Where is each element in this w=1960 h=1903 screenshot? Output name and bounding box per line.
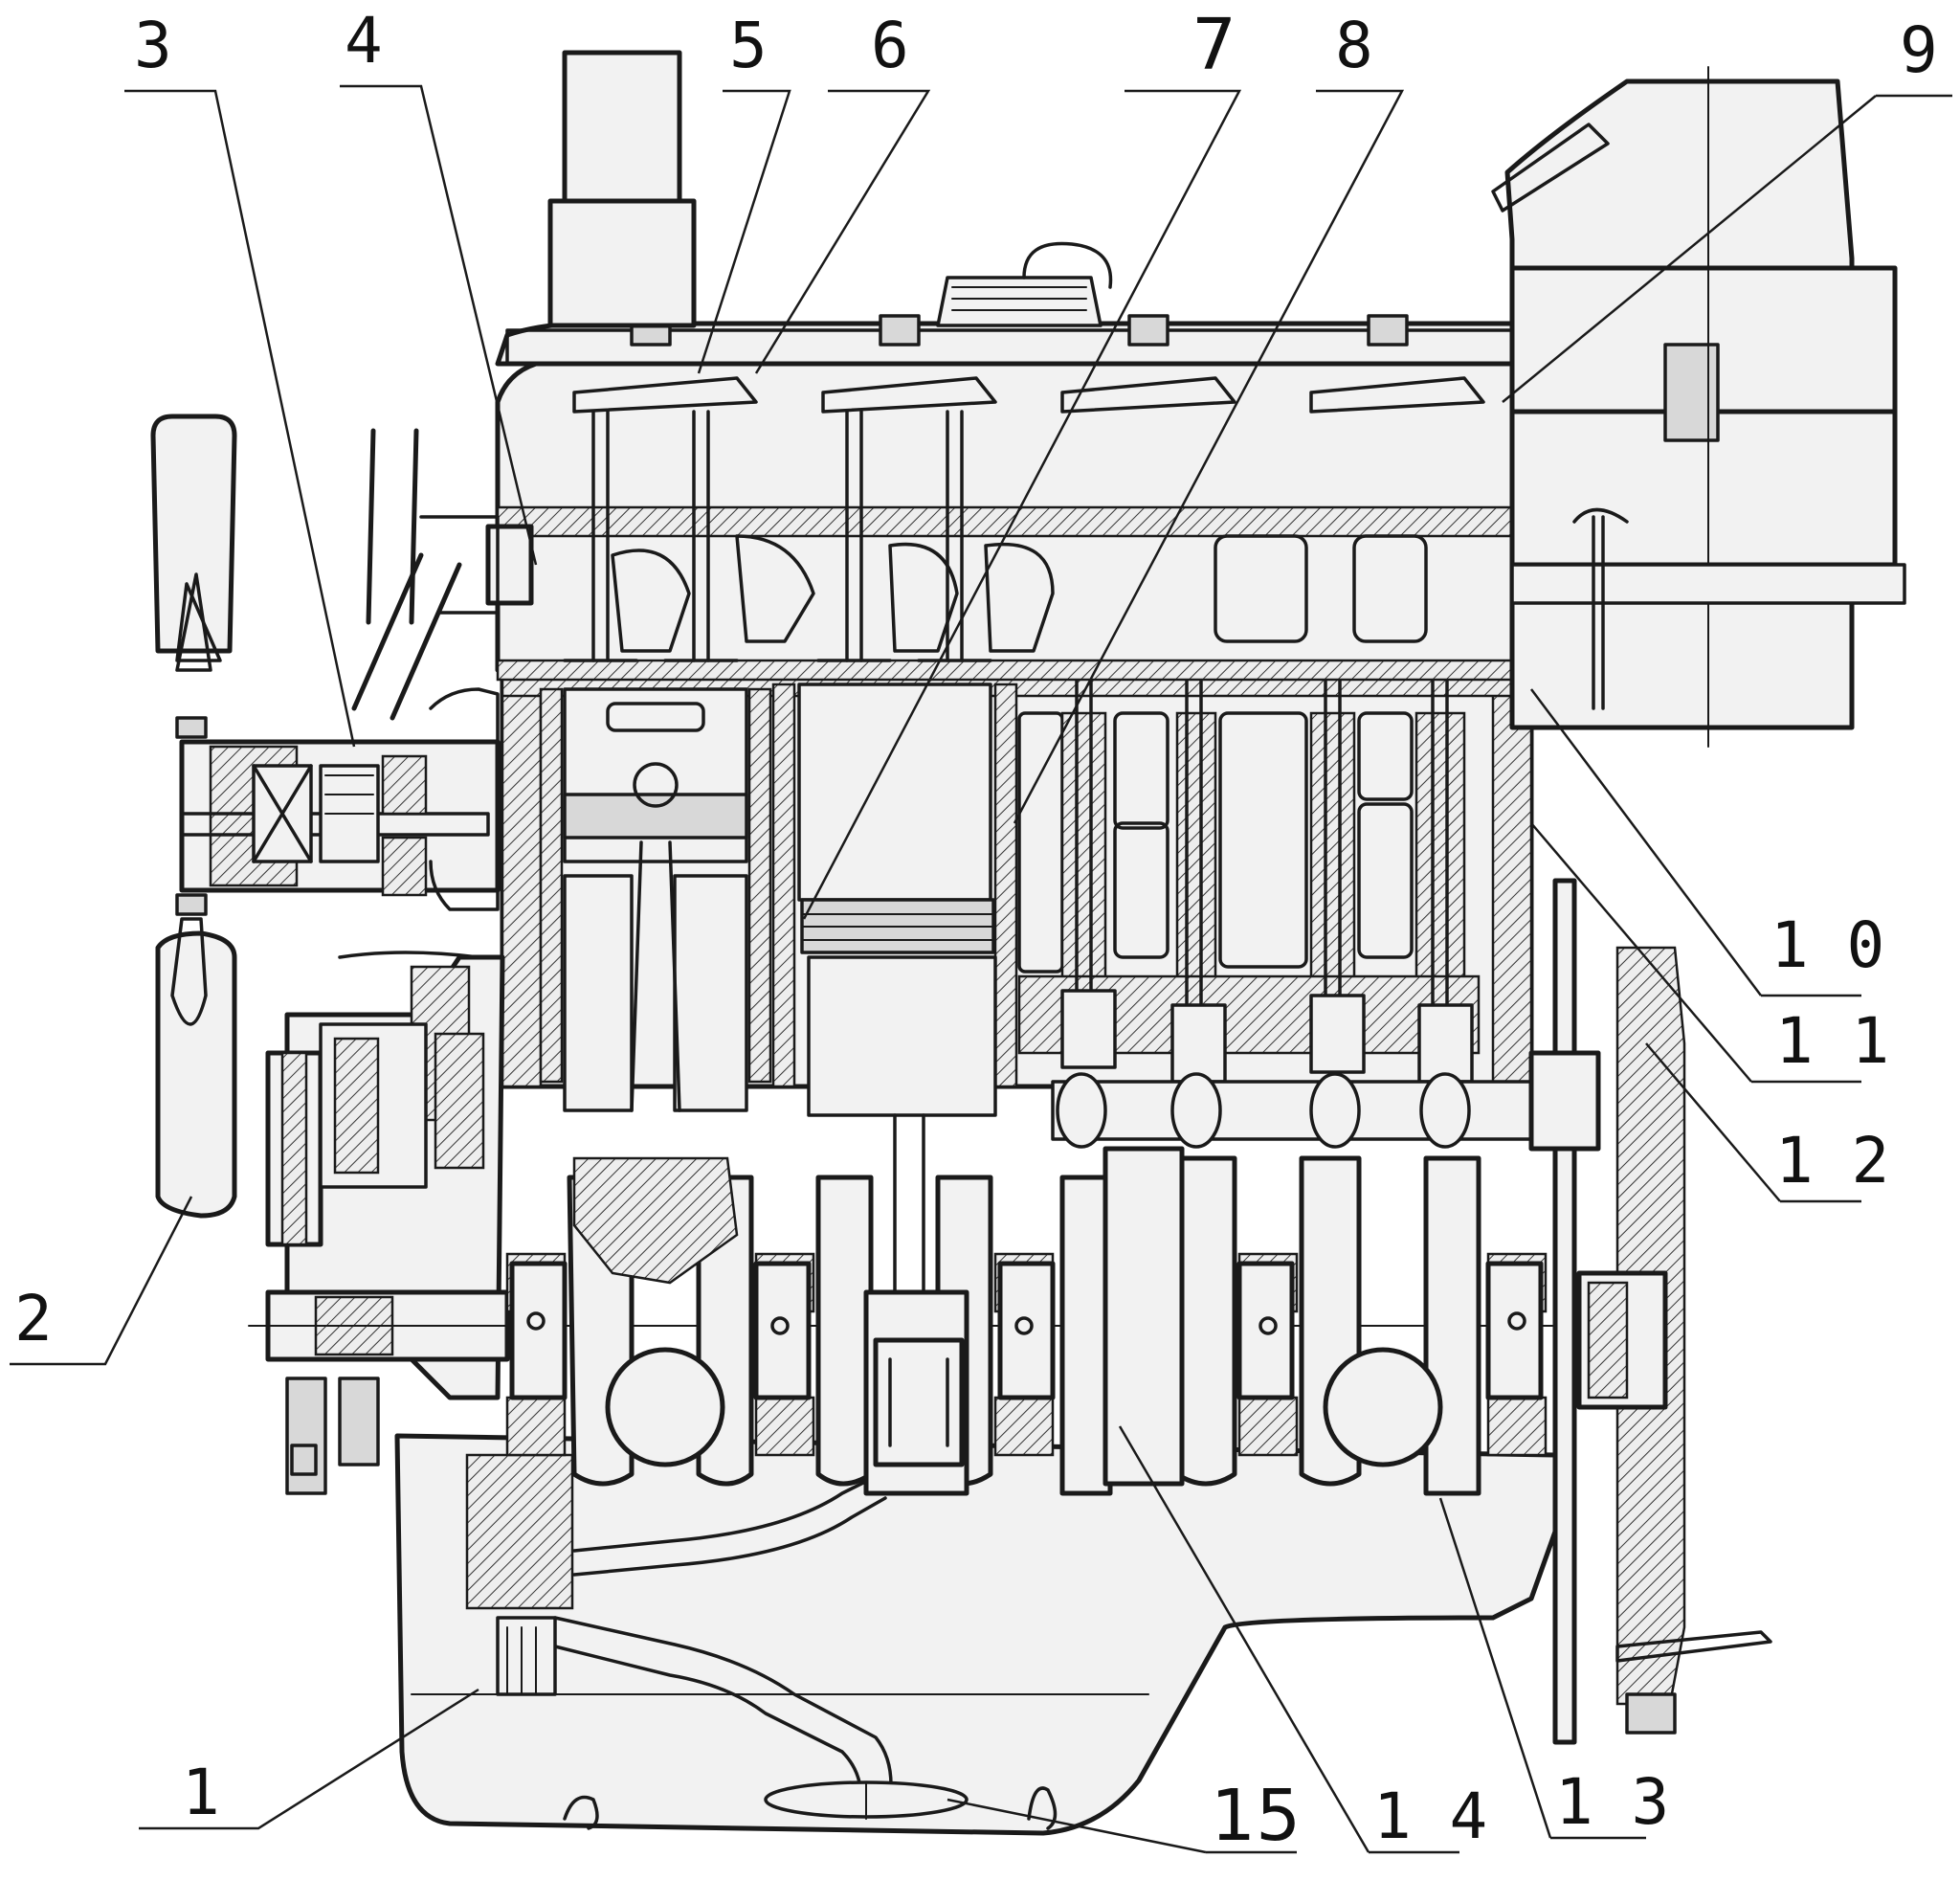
- leader-10: [1530, 688, 1861, 997]
- leader-15: [947, 1798, 1297, 1854]
- cylinder-2: [771, 683, 1018, 1342]
- air-filter: [1491, 66, 1906, 748]
- leader-11: [1530, 822, 1861, 1084]
- leader-13: [1438, 1497, 1646, 1840]
- callout-4: 4: [345, 4, 383, 78]
- leader-9: [1502, 94, 1952, 403]
- flywheel: [1528, 878, 1772, 1745]
- water-pump: [179, 687, 501, 911]
- intake-pipe: [351, 428, 534, 721]
- callout-14: 1 4: [1373, 1780, 1487, 1853]
- leader-2: [10, 1196, 193, 1366]
- callout-9: 9: [1900, 13, 1938, 87]
- oil-return-pipe: [572, 1472, 887, 1577]
- callout-12: 1 2: [1775, 1124, 1889, 1198]
- leader-1: [139, 1688, 479, 1830]
- leader-12: [1645, 1042, 1861, 1203]
- leader-5: [697, 89, 791, 374]
- breather: [936, 241, 1113, 327]
- fan-blade-lower: [155, 716, 237, 1219]
- callout-1: 1: [182, 1756, 220, 1829]
- push-rods: [1060, 400, 1474, 1084]
- cylinder-1: [539, 687, 772, 1112]
- fan-blade-upper: [150, 414, 237, 672]
- oil-pump: [465, 1453, 574, 1696]
- callout-11: 1 1: [1775, 1004, 1889, 1078]
- leader-8: [1013, 89, 1405, 824]
- callout-8: 8: [1335, 9, 1373, 82]
- callout-13: 1 3: [1555, 1765, 1669, 1839]
- callout-2: 2: [14, 1282, 53, 1355]
- callout-7: 7: [1192, 4, 1236, 86]
- callout-labels: 1 2 3 4 5 6 7 8 9 1 0 1 1 1 2 1 3 1 4 15: [14, 4, 1938, 1857]
- callout-6: 6: [871, 9, 909, 82]
- leader-4: [340, 84, 538, 566]
- crankshaft: [248, 1146, 1685, 1496]
- leader-6: [754, 89, 931, 374]
- callout-15: 15: [1211, 1775, 1301, 1857]
- oil-filler-neck: [547, 50, 697, 328]
- leader-14: [1118, 1425, 1459, 1854]
- oil-pickup-pipe: [553, 1616, 969, 1820]
- camshaft: [1051, 1072, 1548, 1149]
- callout-3: 3: [134, 9, 172, 82]
- cylinder-head: [495, 361, 1534, 682]
- leader-7: [802, 89, 1242, 920]
- callout-10: 1 0: [1771, 908, 1884, 982]
- leader-lines: [10, 84, 1952, 1854]
- leader-3: [124, 89, 356, 748]
- callout-5: 5: [729, 9, 768, 82]
